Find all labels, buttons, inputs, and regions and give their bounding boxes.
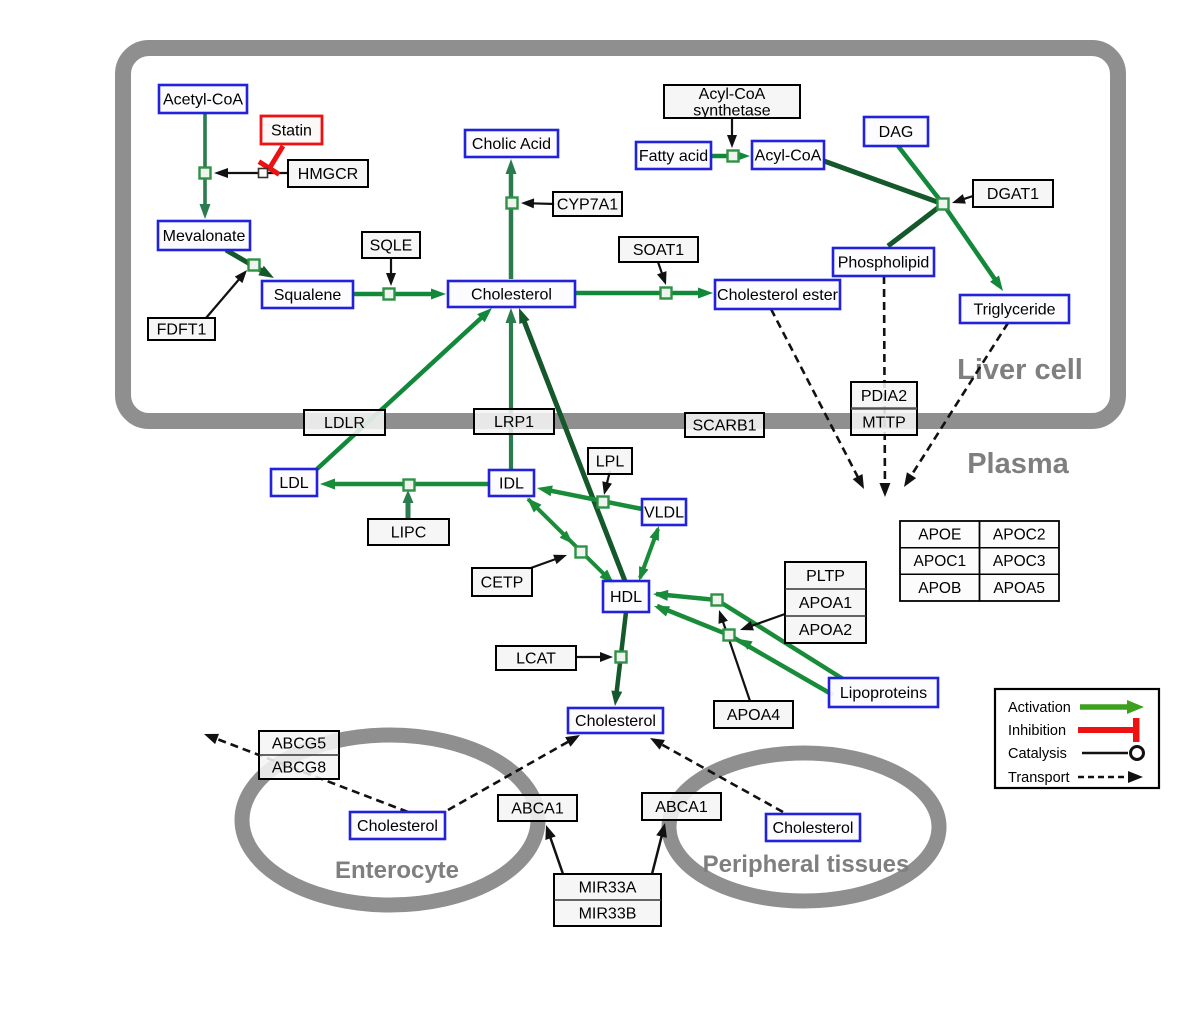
svg-text:DAG: DAG — [879, 124, 914, 141]
svg-text:APOA4: APOA4 — [727, 707, 780, 724]
svg-text:VLDL: VLDL — [644, 505, 684, 522]
svg-text:HDL: HDL — [610, 589, 642, 606]
svg-text:Inhibition: Inhibition — [1008, 723, 1066, 739]
svg-text:APOC3: APOC3 — [993, 553, 1046, 570]
svg-text:Acyl-CoA: Acyl-CoA — [699, 86, 766, 103]
svg-text:Catalysis: Catalysis — [1008, 746, 1067, 762]
svg-text:APOA1: APOA1 — [799, 595, 852, 612]
svg-text:Cholesterol: Cholesterol — [357, 818, 438, 835]
svg-text:LDLR: LDLR — [324, 415, 365, 432]
svg-text:Lipoproteins: Lipoproteins — [840, 685, 927, 702]
svg-text:Transport: Transport — [1008, 770, 1070, 786]
svg-text:synthetase: synthetase — [693, 102, 770, 119]
svg-text:LPL: LPL — [596, 454, 625, 471]
svg-text:Statin: Statin — [271, 123, 312, 140]
svg-text:ABCA1: ABCA1 — [655, 799, 708, 816]
svg-text:CETP: CETP — [481, 575, 524, 592]
svg-text:LCAT: LCAT — [516, 651, 556, 668]
svg-text:Peripheral tissues: Peripheral tissues — [703, 851, 910, 878]
svg-text:MTTP: MTTP — [862, 414, 906, 431]
svg-text:SOAT1: SOAT1 — [633, 242, 684, 259]
svg-text:PDIA2: PDIA2 — [861, 388, 907, 405]
svg-text:MIR33B: MIR33B — [579, 906, 637, 923]
svg-text:APOC2: APOC2 — [993, 527, 1046, 544]
svg-text:Liver cell: Liver cell — [957, 354, 1083, 386]
svg-text:Mevalonate: Mevalonate — [163, 228, 246, 245]
svg-text:MIR33A: MIR33A — [579, 880, 637, 897]
svg-text:HMGCR: HMGCR — [298, 166, 358, 183]
svg-text:LIPC: LIPC — [391, 525, 427, 542]
svg-text:ABCG8: ABCG8 — [272, 760, 326, 777]
svg-text:Acetyl-CoA: Acetyl-CoA — [163, 92, 243, 109]
svg-text:APOA5: APOA5 — [993, 580, 1045, 597]
svg-text:PLTP: PLTP — [806, 568, 845, 585]
svg-text:FDFT1: FDFT1 — [157, 322, 207, 339]
svg-text:APOC1: APOC1 — [914, 553, 967, 570]
svg-text:Enterocyte: Enterocyte — [335, 857, 459, 884]
svg-text:Cholic Acid: Cholic Acid — [472, 136, 551, 153]
svg-text:Fatty acid: Fatty acid — [639, 148, 708, 165]
svg-text:Cholesterol: Cholesterol — [575, 713, 656, 730]
svg-text:Triglyceride: Triglyceride — [973, 302, 1055, 319]
svg-text:Activation: Activation — [1008, 700, 1071, 716]
svg-text:Squalene: Squalene — [274, 287, 342, 304]
svg-text:Cholesterol ester: Cholesterol ester — [717, 287, 839, 304]
svg-text:Phospholipid: Phospholipid — [838, 255, 930, 272]
svg-text:Plasma: Plasma — [967, 448, 1069, 480]
svg-text:APOE: APOE — [918, 527, 961, 544]
svg-text:LRP1: LRP1 — [494, 414, 534, 431]
svg-text:ABCG5: ABCG5 — [272, 736, 326, 753]
svg-text:SCARB1: SCARB1 — [692, 418, 756, 435]
svg-text:IDL: IDL — [499, 476, 524, 493]
svg-text:DGAT1: DGAT1 — [987, 186, 1039, 203]
svg-text:APOA2: APOA2 — [799, 622, 852, 639]
svg-text:LDL: LDL — [279, 475, 308, 492]
svg-text:SQLE: SQLE — [370, 238, 413, 255]
svg-text:Cholesterol: Cholesterol — [471, 287, 552, 304]
svg-text:CYP7A1: CYP7A1 — [557, 197, 618, 214]
svg-text:APOB: APOB — [918, 580, 961, 597]
svg-text:ABCA1: ABCA1 — [511, 801, 564, 818]
svg-text:Acyl-CoA: Acyl-CoA — [755, 148, 822, 165]
svg-text:Cholesterol: Cholesterol — [773, 820, 854, 837]
